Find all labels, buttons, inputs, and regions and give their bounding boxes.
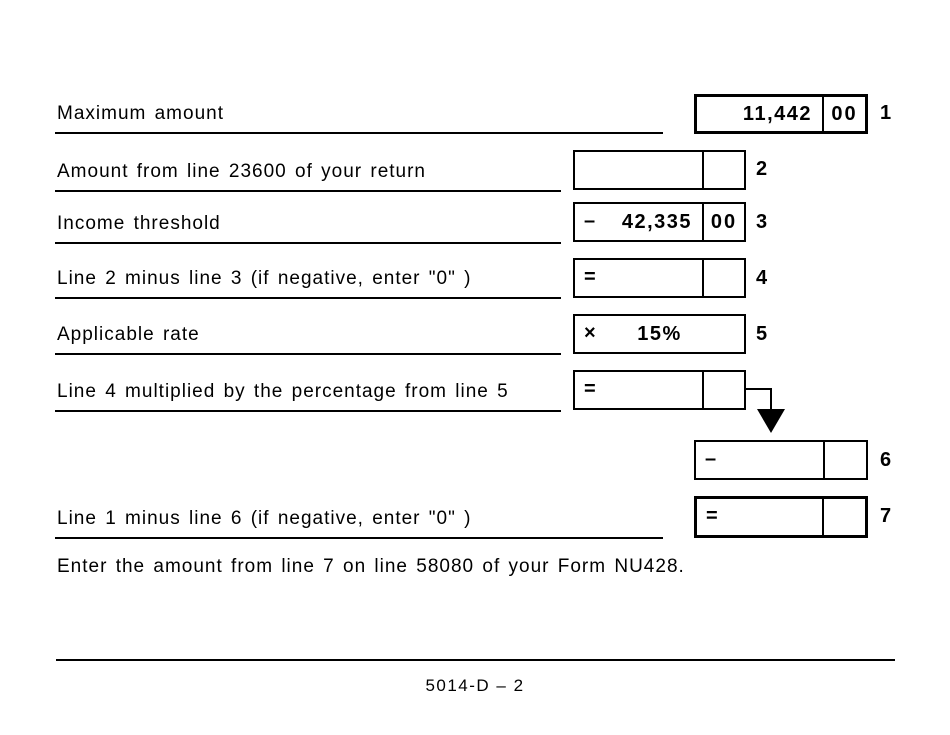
carry-arrow-connector-h bbox=[744, 388, 772, 390]
line5-rate-value: 15% bbox=[637, 322, 682, 345]
line6-number: 6 bbox=[880, 449, 892, 471]
line1-cents-cell: 00 bbox=[824, 97, 865, 131]
carry-arrow-connector-v bbox=[770, 388, 772, 410]
line2-number: 2 bbox=[756, 158, 768, 180]
line5-label-text: Applicable rate bbox=[57, 324, 200, 345]
line2-amount-box bbox=[573, 150, 746, 190]
line5-label: Applicable rate bbox=[55, 320, 561, 355]
line4-amount-box: = bbox=[573, 258, 746, 298]
equals-operator: = bbox=[584, 378, 596, 401]
line2-label: Amount from line 23600 of your return bbox=[55, 157, 561, 192]
line7-label: Line 1 minus line 6 (if negative, enter … bbox=[55, 504, 663, 539]
line1-cents-value: 00 bbox=[831, 102, 858, 125]
line6-calc-cents-cell[interactable] bbox=[704, 372, 744, 408]
line5-rate-box: × 15% bbox=[573, 314, 746, 354]
minus-operator: – bbox=[705, 448, 717, 471]
page-number: 5014-D – 2 bbox=[425, 676, 525, 695]
line4-dollars-cell[interactable]: = bbox=[575, 260, 704, 296]
line6-cents-cell[interactable] bbox=[825, 442, 866, 478]
line6-calc-label: Line 4 multiplied by the percentage from… bbox=[55, 377, 561, 412]
line6-calc-dollars-cell[interactable]: = bbox=[575, 372, 704, 408]
line3-amount-box: – 42,335 00 bbox=[573, 202, 746, 242]
line5-rate-cell: × 15% bbox=[575, 316, 744, 352]
line7-amount-box: = bbox=[694, 496, 868, 538]
line1-number: 1 bbox=[880, 102, 892, 124]
minus-operator: – bbox=[584, 210, 596, 233]
line7-dollars-cell[interactable]: = bbox=[697, 499, 824, 535]
multiply-operator: × bbox=[584, 322, 596, 345]
line2-dollars-cell[interactable] bbox=[575, 152, 704, 188]
line6-amount-box: – bbox=[694, 440, 868, 480]
line7-number: 7 bbox=[880, 505, 892, 527]
line3-dollars-value: 42,335 bbox=[621, 210, 692, 233]
line5-number: 5 bbox=[756, 323, 768, 345]
line3-number: 3 bbox=[756, 211, 768, 233]
line2-cents-cell[interactable] bbox=[704, 152, 744, 188]
instruction-note: Enter the amount from line 7 on line 580… bbox=[57, 556, 685, 577]
line6-dollars-cell[interactable]: – bbox=[696, 442, 825, 478]
line7-cents-cell[interactable] bbox=[824, 499, 865, 535]
line1-dollars-cell: 11,442 bbox=[697, 97, 824, 131]
line4-label-text: Line 2 minus line 3 (if negative, enter … bbox=[57, 268, 472, 289]
line1-label: Maximum amount bbox=[55, 99, 663, 134]
arrow-down-icon bbox=[757, 409, 785, 433]
line7-label-text: Line 1 minus line 6 (if negative, enter … bbox=[57, 508, 472, 529]
line2-label-text: Amount from line 23600 of your return bbox=[57, 161, 427, 182]
line6-calc-label-text: Line 4 multiplied by the percentage from… bbox=[57, 381, 509, 402]
footer-divider bbox=[56, 659, 895, 661]
line4-label: Line 2 minus line 3 (if negative, enter … bbox=[55, 264, 561, 299]
line1-amount-box: 11,442 00 bbox=[694, 94, 868, 134]
line6-calc-box: = bbox=[573, 370, 746, 410]
line3-dollars-cell: – 42,335 bbox=[575, 204, 704, 240]
line4-cents-cell[interactable] bbox=[704, 260, 744, 296]
line1-dollars-value: 11,442 bbox=[742, 102, 812, 125]
line4-number: 4 bbox=[756, 267, 768, 289]
line3-cents-value: 00 bbox=[710, 210, 738, 233]
equals-operator: = bbox=[706, 505, 718, 528]
line3-label: Income threshold bbox=[55, 209, 561, 244]
equals-operator: = bbox=[584, 266, 596, 289]
line3-label-text: Income threshold bbox=[57, 213, 221, 234]
line1-label-text: Maximum amount bbox=[57, 103, 224, 124]
line3-cents-cell: 00 bbox=[704, 204, 744, 240]
